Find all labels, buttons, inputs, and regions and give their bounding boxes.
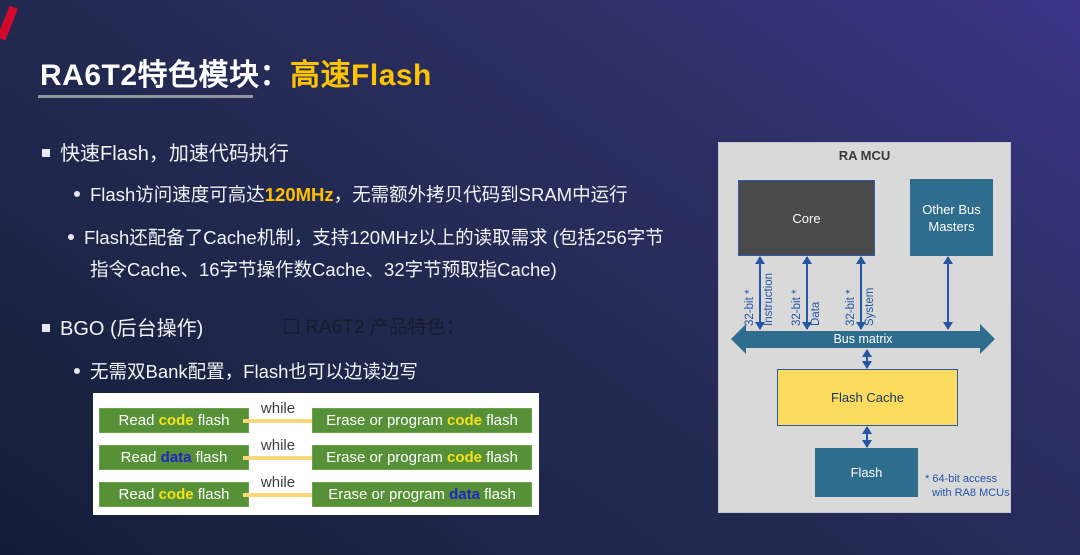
subbullet-speed-highlight: 120MHz: [264, 184, 334, 205]
cache-to-flash-arrow-icon: [862, 426, 872, 448]
table-row2-right-box: Erase or program code flash: [312, 445, 532, 470]
row2-left-post: flash: [191, 449, 228, 466]
page-title-highlight: 高速Flash: [290, 59, 432, 92]
row1-while-label: while: [260, 400, 296, 417]
dot-bullet-icon: [74, 191, 80, 197]
subbullet-cache-line1: Flash还配备了Cache机制，支持120MHz以上的读取需求 (包括256字…: [68, 222, 664, 254]
row1-right-pre: Erase or program: [326, 412, 447, 429]
other-bus-masters-block: Other Bus Masters: [910, 179, 993, 256]
dot-bullet-icon: [68, 234, 74, 240]
watermark-text: ❑ RA6T2 产品特色：: [283, 317, 465, 338]
data-bus-bit-label: 32-bit *: [791, 289, 803, 326]
row2-right-pre: Erase or program: [326, 449, 447, 466]
square-bullet-icon: [42, 149, 50, 157]
system-bus-arrow-icon: [856, 256, 866, 330]
row2-left-pre: Read: [120, 449, 161, 466]
instruction-bus-name-label: Instruction: [763, 272, 775, 326]
bus-matrix-bar: Bus matrix: [731, 324, 995, 354]
instruction-bus-arrow-icon: [755, 256, 765, 330]
row1-left-pre: Read: [118, 412, 159, 429]
row3-left-post: flash: [193, 486, 230, 503]
table-row3-left-box: Read code flash: [99, 482, 249, 507]
flash-cache-label: Flash Cache: [831, 390, 904, 405]
table-row1-right-box: Erase or program code flash: [312, 408, 532, 433]
row1-left-keyword: code: [158, 412, 194, 429]
subbullet-cache-line1-text: Flash还配备了Cache机制，支持120MHz以上的读取需求 (包括256字…: [84, 227, 664, 248]
core-block: Core: [738, 180, 875, 256]
row3-right-keyword: data: [449, 486, 480, 503]
row3-left-keyword: code: [158, 486, 194, 503]
bullet-bgo: BGO (后台操作): [42, 312, 203, 341]
instruction-bus-bit-label: 32-bit *: [744, 289, 756, 326]
row2-right-post: flash: [482, 449, 518, 466]
table-row1-left-box: Read code flash: [99, 408, 249, 433]
row1-right-keyword: code: [447, 412, 483, 429]
flash-while-table: Read code flash while Erase or program c…: [93, 393, 539, 515]
row2-while-label: while: [260, 437, 296, 454]
other-bus-masters-label: Other Bus Masters: [922, 201, 981, 234]
title-underline: [38, 95, 253, 98]
row3-while-label: while: [260, 474, 296, 491]
bus-matrix-label: Bus matrix: [833, 332, 893, 346]
flash-block: Flash: [815, 448, 918, 497]
dot-bullet-icon: [74, 368, 80, 374]
bus-to-cache-arrow-icon: [862, 349, 872, 369]
system-bus-name-label: System: [864, 287, 876, 326]
subbullet-speed-pre: Flash访问速度可高达: [90, 184, 265, 205]
row1-right-post: flash: [482, 412, 518, 429]
subbullet-bank-text: 无需双Bank配置，Flash也可以边读边写: [90, 361, 418, 382]
subbullet-speed-post: ，无需额外拷贝代码到SRAM中运行: [333, 184, 628, 205]
ra-mcu-diagram-title: RA MCU: [838, 148, 891, 163]
footnote-line1: * 64-bit access: [925, 473, 998, 485]
data-bus-name-label: Data: [810, 301, 822, 326]
table-row3-right-box: Erase or program data flash: [312, 482, 532, 507]
bullet-fast-flash-text: 快速Flash，加速代码执行: [60, 143, 289, 165]
corner-accent-ribbon: [0, 5, 19, 41]
table-row2-left-box: Read data flash: [99, 445, 249, 470]
flash-block-label: Flash: [850, 465, 883, 480]
diagram-footnote: * 64-bit access with RA8 MCUs: [925, 472, 1010, 500]
subbullet-bank: 无需双Bank配置，Flash也可以边读边写: [74, 358, 418, 384]
row2-right-keyword: code: [447, 449, 483, 466]
row1-while-connector: [243, 419, 313, 423]
page-title: RA6T2特色模块：高速Flash: [40, 50, 432, 94]
footnote-line2: with RA8 MCUs: [932, 487, 1010, 499]
subbullet-cache-line2: 指令Cache、16字节操作数Cache、32字节预取指Cache): [90, 259, 557, 280]
flash-cache-block: Flash Cache: [777, 369, 958, 426]
row3-right-pre: Erase or program: [328, 486, 450, 503]
row1-left-post: flash: [193, 412, 230, 429]
subbullet-speed: Flash访问速度可高达120MHz，无需额外拷贝代码到SRAM中运行: [74, 181, 628, 207]
row3-left-pre: Read: [118, 486, 159, 503]
bullet-fast-flash: 快速Flash，加速代码执行: [42, 137, 289, 166]
system-bus-bit-label: 32-bit *: [845, 289, 857, 326]
row3-right-post: flash: [479, 486, 516, 503]
square-bullet-icon: [42, 324, 50, 332]
row3-while-connector: [243, 493, 313, 497]
data-bus-arrow-icon: [802, 256, 812, 330]
other-bus-masters-arrow-icon: [943, 256, 953, 330]
bullet-bgo-text: BGO (后台操作): [60, 318, 204, 340]
row2-while-connector: [243, 456, 313, 460]
row2-left-keyword: data: [160, 449, 192, 466]
page-title-prefix: RA6T2特色模块：: [40, 59, 291, 92]
core-block-label: Core: [792, 210, 821, 226]
subbullet-cache: Flash还配备了Cache机制，支持120MHz以上的读取需求 (包括256字…: [68, 222, 664, 286]
